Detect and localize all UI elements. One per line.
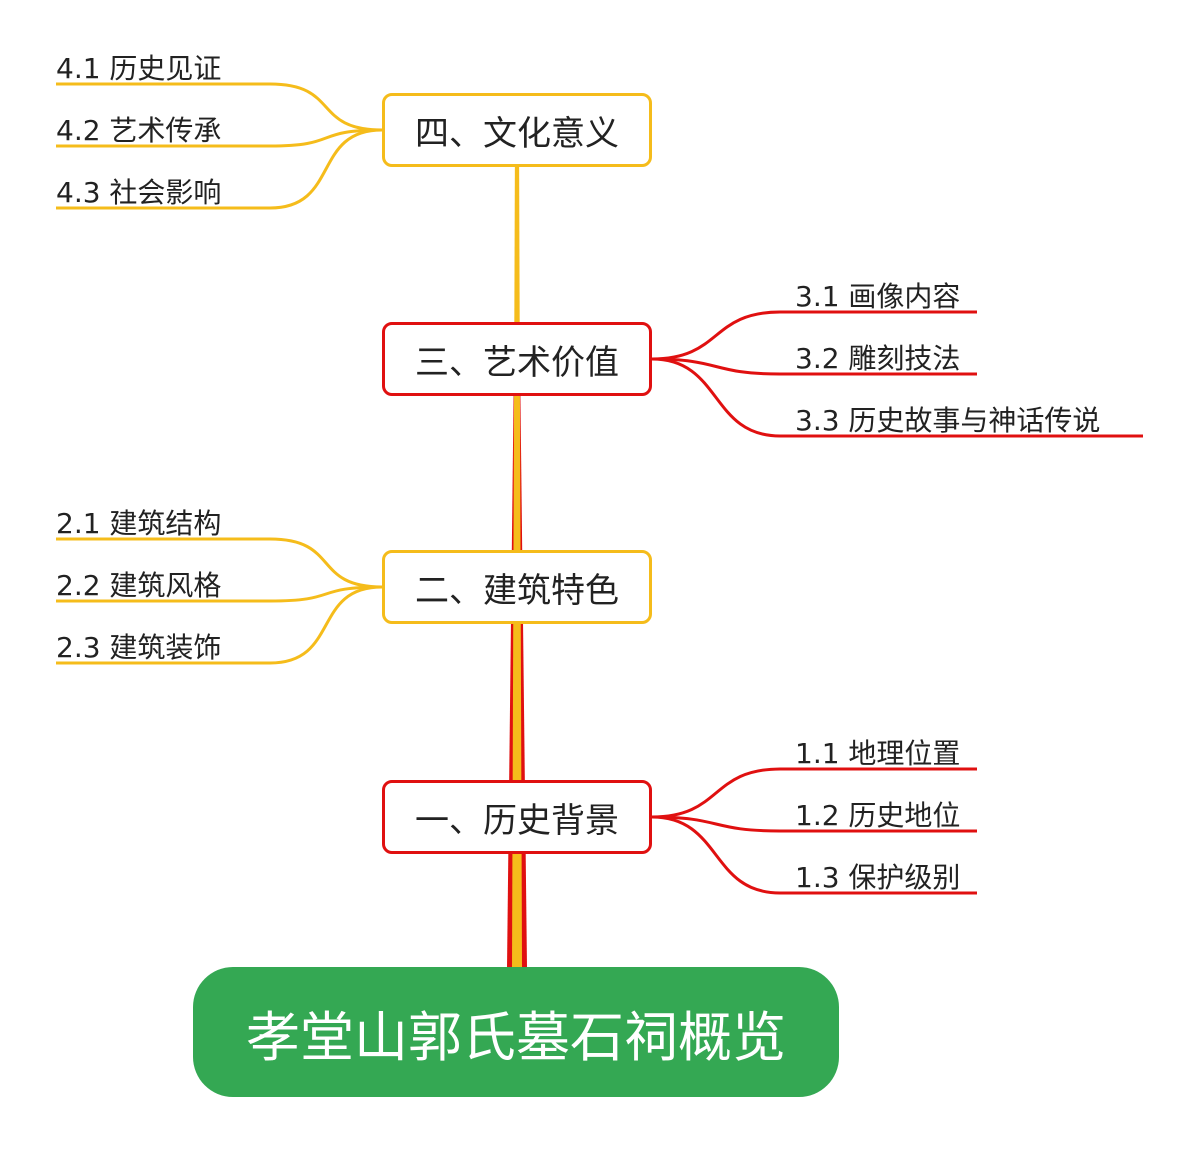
leaf-3-2[interactable]: 3.2 雕刻技法 <box>795 342 961 375</box>
leaf-connector <box>651 767 977 819</box>
leaf-connector <box>651 310 977 361</box>
branch-title: 二、建筑特色 <box>415 570 619 611</box>
leaf-2-1[interactable]: 2.1 建筑结构 <box>56 507 222 540</box>
leaf-connector <box>651 815 977 833</box>
branch-title: 三、艺术价值 <box>415 342 619 383</box>
leaf-4-3[interactable]: 4.3 社会影响 <box>56 176 222 209</box>
branch-title: 一、历史背景 <box>415 800 619 841</box>
leaf-connector <box>651 357 1143 438</box>
branch-node-art[interactable]: 三、艺术价值 <box>382 322 652 396</box>
leaf-connector <box>56 82 383 132</box>
leaf-connector <box>56 128 383 210</box>
leaf-connector <box>56 585 383 603</box>
leaf-connector <box>56 128 383 148</box>
leaf-4-2[interactable]: 4.2 艺术传承 <box>56 114 222 147</box>
leaf-1-3[interactable]: 1.3 保护级别 <box>795 861 961 894</box>
branch-node-history[interactable]: 一、历史背景 <box>382 780 652 854</box>
leaf-connector <box>651 815 977 895</box>
root-node[interactable]: 孝堂山郭氏墓石祠概览 <box>193 967 839 1097</box>
leaf-1-1[interactable]: 1.1 地理位置 <box>795 737 961 770</box>
root-title: 孝堂山郭氏墓石祠概览 <box>246 1005 786 1069</box>
leaf-3-3[interactable]: 3.3 历史故事与神话传说 <box>795 404 1101 437</box>
branch-title: 四、文化意义 <box>415 113 619 154</box>
leaf-2-3[interactable]: 2.3 建筑装饰 <box>56 631 222 664</box>
leaf-connector <box>56 585 383 665</box>
leaf-3-1[interactable]: 3.1 画像内容 <box>795 280 961 313</box>
branch-lines <box>56 82 1143 895</box>
leaf-connector <box>56 537 383 589</box>
leaf-1-2[interactable]: 1.2 历史地位 <box>795 799 961 832</box>
branch-node-culture[interactable]: 四、文化意义 <box>382 93 652 167</box>
branch-node-architecture[interactable]: 二、建筑特色 <box>382 550 652 624</box>
leaf-connector <box>651 357 977 376</box>
leaf-2-2[interactable]: 2.2 建筑风格 <box>56 569 222 602</box>
leaf-4-1[interactable]: 4.1 历史见证 <box>56 52 222 85</box>
